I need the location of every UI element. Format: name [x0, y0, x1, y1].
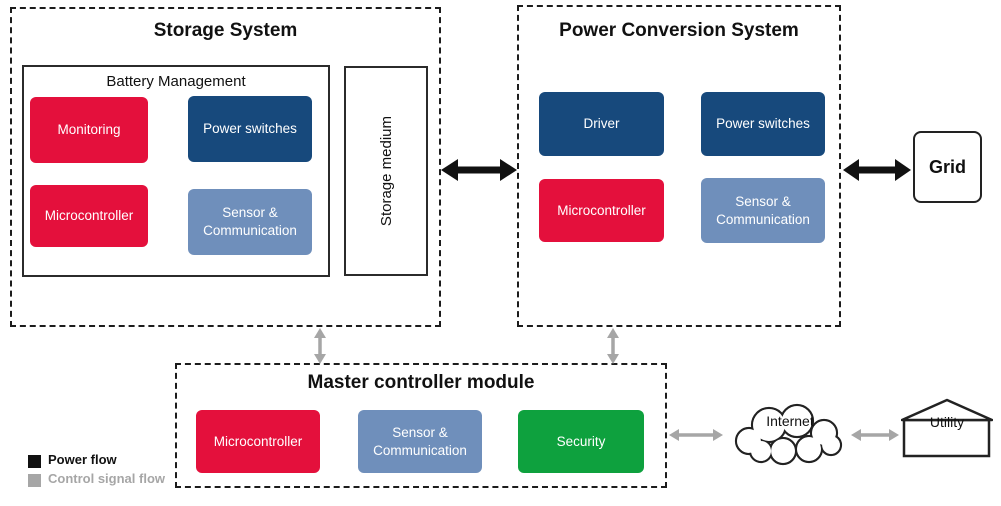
storage-system-title: Storage System	[153, 20, 298, 41]
module-label: Microcontroller	[213, 433, 303, 449]
control-arrow-master-internet	[669, 427, 723, 443]
module-microcontroller: Microcontroller	[30, 185, 148, 247]
legend-swatch-control-signal-flow	[28, 474, 41, 487]
module-power-switches: Power switches	[188, 96, 312, 162]
module-label: Microcontroller	[557, 202, 646, 218]
module-driver: Driver	[539, 92, 664, 156]
module-power-switches: Power switches	[701, 92, 825, 156]
module-label: Power switches	[203, 121, 297, 137]
power-flow-arrow-pcs-grid	[843, 154, 911, 186]
battery-management-title: Battery Management	[106, 73, 246, 90]
master-controller-title: Master controller module	[307, 372, 535, 393]
internet-label: Internet	[766, 413, 814, 429]
module-label: Security	[556, 433, 606, 449]
module-microcontroller: Microcontroller	[539, 179, 664, 242]
power-conversion-system-title: Power Conversion System	[559, 20, 799, 41]
legend-label-power-flow: Power flow	[48, 452, 117, 467]
module-label: Driver	[583, 116, 620, 132]
module-label: Sensor & Communication	[203, 205, 297, 238]
power-conversion-system-box: Power Conversion System	[517, 5, 841, 327]
module-microcontroller: Microcontroller	[196, 410, 320, 473]
utility-house	[901, 398, 993, 460]
module-security: Security	[518, 410, 644, 473]
control-arrow-storage-master	[312, 328, 328, 364]
legend-label-control-signal-flow: Control signal flow	[48, 471, 165, 486]
storage-medium-label: Storage medium	[377, 115, 395, 227]
module-sensor-communication: Sensor & Communication	[701, 178, 825, 243]
grid-box: Grid	[913, 131, 982, 203]
control-arrow-internet-utility	[851, 427, 899, 443]
module-label: Sensor & Communication	[716, 193, 810, 227]
grid-label: Grid	[928, 156, 966, 177]
internet-cloud	[725, 397, 851, 467]
module-label: Microcontroller	[44, 208, 134, 224]
storage-medium-box: Storage medium	[344, 66, 428, 276]
module-label: Sensor & Communication	[373, 424, 467, 458]
module-label: Monitoring	[57, 122, 121, 138]
control-arrow-pcs-master	[605, 328, 621, 364]
module-sensor-communication: Sensor & Communication	[358, 410, 482, 473]
utility-label: Utility	[929, 414, 965, 430]
legend-swatch-power-flow	[28, 455, 41, 468]
module-label: Power switches	[716, 116, 810, 132]
module-sensor-communication: Sensor & Communication	[188, 189, 312, 255]
module-monitoring: Monitoring	[30, 97, 148, 163]
power-flow-arrow-storage-pcs	[441, 154, 517, 186]
